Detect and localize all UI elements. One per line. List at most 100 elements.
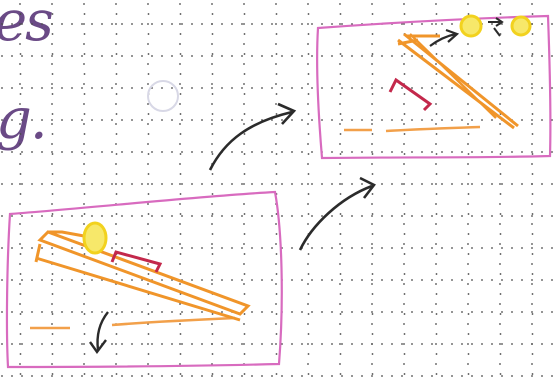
grid-dot [531,23,533,25]
grid-dot [121,311,123,313]
grid-dot [403,53,406,55]
grid-dot [161,151,163,153]
grid-dot [339,123,341,125]
grid-dot [371,53,374,55]
grid-dot [435,273,438,275]
grid-dot [467,103,469,105]
grid-dot [403,153,406,155]
grid-dot [531,103,533,105]
grid-dot [251,183,253,185]
grid-dot [115,33,118,35]
grid-dot [471,279,473,281]
ball-icon [510,15,532,37]
grid-dot [339,83,341,85]
grid-dot [21,119,23,121]
grid-dot [451,87,453,89]
grid-dot [211,23,213,25]
grid-dot [499,373,502,375]
grid-dot [307,13,310,15]
grid-dot [51,323,53,325]
grid-dot [307,153,310,155]
grid-dot [307,373,310,375]
grid-dot [531,93,534,95]
grid-dot [467,173,470,175]
grid-dot [191,215,193,217]
ramp-stop [397,38,419,46]
grid-dot [403,173,406,175]
grid-dot [361,215,363,217]
grid-dot [381,343,383,345]
grid-dot [211,151,213,153]
grid-dot [147,273,150,275]
grid-dot [307,263,309,265]
grid-dot [221,279,223,281]
grid-dot [441,151,443,153]
grid-dot [391,375,393,377]
grid-dot [531,233,534,235]
grid-dot [161,375,163,377]
grid-dot [403,323,405,325]
grid-dot [61,375,63,377]
grid-dot [121,151,123,153]
grid-dot [131,215,133,217]
grid-dot [19,113,22,115]
grid-dot [371,223,373,225]
grid-dot [339,63,341,65]
grid-dot [221,215,223,217]
grid-dot [147,43,149,45]
grid-dot [521,55,523,57]
grid-dot [201,183,203,185]
grid-dot [521,247,523,249]
grid-dot [115,263,117,265]
grid-dot [307,253,310,255]
grid-dot [101,55,103,57]
grid-dot [21,151,23,153]
grid-dot [115,173,118,175]
grid-dot [381,279,383,281]
grid-dot [243,273,246,275]
grid-dot [241,375,243,377]
grid-dot [243,353,246,355]
grid-dot [243,63,245,65]
grid-dot [51,43,53,45]
arrow-head [445,28,460,43]
grid-dot [451,215,453,217]
grid-dot [371,151,373,153]
grid-dot [339,373,342,375]
grid-dot [403,333,406,335]
grid-dot [435,293,438,295]
grid-dot [251,247,253,249]
grid-dot [221,119,223,121]
ground-line [385,125,481,133]
grid-dot [435,13,438,15]
grid-dot [531,153,534,155]
grid-dot [271,183,273,185]
grid-dot [435,73,438,75]
grid-dot [221,23,223,25]
grid-dot [521,119,523,121]
grid-dot [531,333,534,335]
grid-dot [261,279,263,281]
grid-dot [411,55,413,57]
grid-dot [441,87,443,89]
grid-dot [141,119,143,121]
grid-dot [499,273,502,275]
grid-dot [51,223,53,225]
grid-dot [275,263,277,265]
grid-dot [147,83,149,85]
grid-dot [501,343,503,345]
grid-dot [111,23,113,25]
grid-dot [471,55,473,57]
grid-dot [435,223,437,225]
grid-dot [551,87,553,89]
grid-dot [179,253,182,255]
grid-dot [115,153,118,155]
grid-dot [171,183,173,185]
grid-dot [307,293,310,295]
grid-dot [531,183,533,185]
grid-dot [275,353,278,355]
grid-dot [351,279,353,281]
grid-dot [243,93,246,95]
grid-dot [541,215,543,217]
grid-dot [131,55,133,57]
